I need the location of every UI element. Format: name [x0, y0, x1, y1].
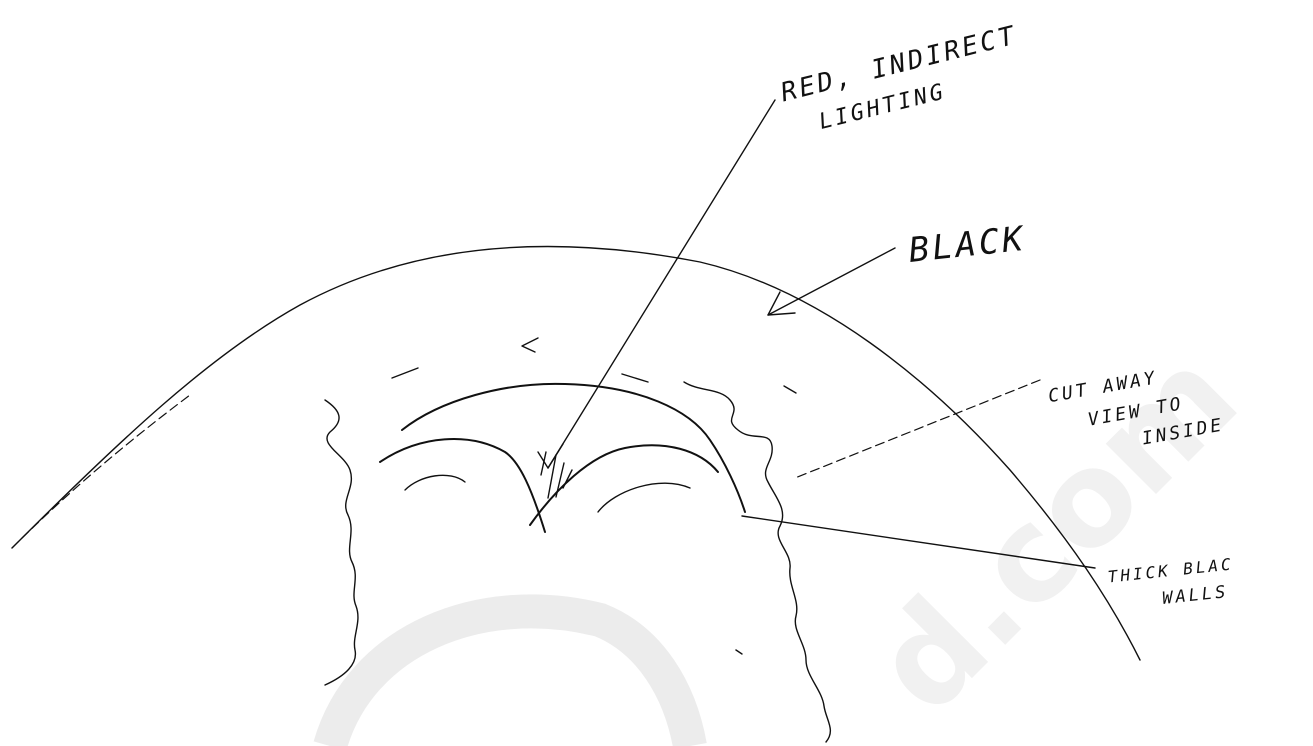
left-cut-edge — [325, 400, 358, 685]
walls-label-line2: WALLS — [1161, 582, 1229, 609]
watermark-text: d.com — [844, 320, 1266, 742]
red-lighting-label: RED, INDIRECT LIGHTING — [778, 20, 1029, 142]
inner-vault-top — [402, 384, 745, 512]
outer-dome-faint-segment — [12, 395, 190, 548]
watermark-logo-arc — [330, 611, 690, 746]
black-label: BLACK — [907, 219, 1028, 271]
red-lighting-leader — [548, 100, 775, 468]
red-lighting-arrowhead — [538, 444, 563, 468]
black-leader — [768, 248, 895, 315]
inner-arch-left — [380, 439, 545, 532]
wall-inner-left — [405, 475, 465, 490]
wall-inner-right — [598, 483, 690, 512]
